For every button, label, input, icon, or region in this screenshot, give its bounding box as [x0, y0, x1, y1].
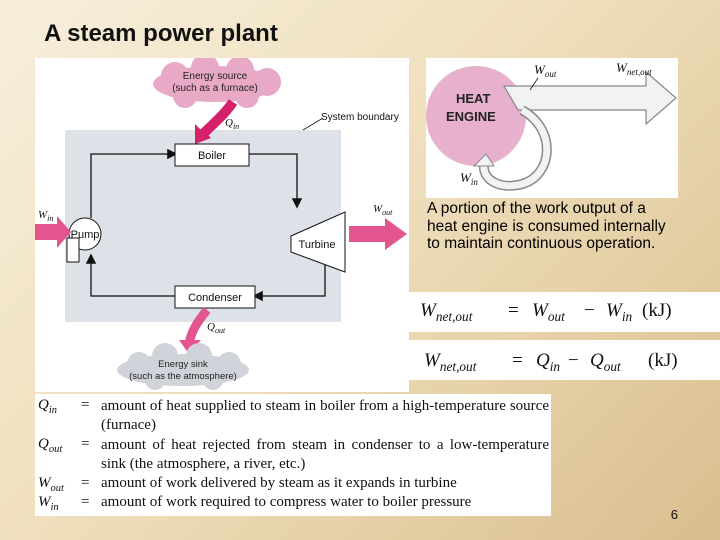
heat-engine-label-1: HEAT — [456, 91, 490, 106]
def-text: amount of work delivered by steam as it … — [101, 475, 457, 491]
heat-engine-label-2: ENGINE — [446, 109, 496, 124]
def-text: amount of work required to compress wate… — [101, 494, 472, 510]
heat-engine-svg: HEAT ENGINE Wout Wnet,out Win — [426, 60, 677, 191]
eq2-term-b: Qout — [590, 350, 621, 374]
boiler-box — [174, 143, 250, 167]
w-in-loop-arrow-fill — [480, 106, 551, 190]
w-out-label: Wout — [373, 203, 393, 217]
condenser-label: Condenser — [188, 292, 242, 304]
q-in-arrow-body — [199, 99, 238, 138]
def-equals: = — [81, 494, 90, 510]
pipe-pump-to-boiler — [90, 148, 178, 218]
eq1-term-b: Win — [606, 300, 633, 324]
w-in-loop-arrowhead — [472, 153, 495, 167]
eq2-minus: − — [568, 350, 579, 371]
engine-w-out-label: Wout — [534, 62, 557, 79]
heat-engine-diagram: HEAT ENGINE Wout Wnet,out Win — [426, 58, 678, 198]
def-equals: = — [81, 475, 90, 491]
pipe-condenser-to-pump — [85, 253, 175, 297]
w-net-out-arrow — [502, 70, 677, 126]
condenser-box — [174, 285, 256, 309]
w-in-arrow — [35, 216, 71, 248]
equation-net-work-from-heat: Wnet,out = Qin − Qout (kJ) — [408, 340, 720, 380]
def-text: amount of heat rejected from steam in co… — [101, 437, 549, 472]
eq2-unit: (kJ) — [648, 350, 678, 371]
equation-net-work-from-work: Wnet,out = Wout − Win (kJ) — [408, 292, 720, 332]
pump-symbol — [66, 217, 102, 263]
eq1-equals: = — [508, 300, 519, 321]
page-number: 6 — [670, 507, 678, 522]
engine-w-net-out-label: Wnet,out — [616, 60, 652, 77]
eq1-term-a: Wout — [532, 300, 565, 324]
energy-sink-sublabel: (such as the atmosphere) — [129, 371, 237, 382]
def-symbol: Qin — [38, 397, 58, 416]
energy-source-cloud — [153, 54, 281, 108]
eq2-lhs: Wnet,out — [424, 350, 477, 374]
heat-engine-circle — [426, 66, 526, 166]
energy-source-label: Energy source — [183, 71, 248, 82]
heat-engine-caption: A portion of the work output of a heat e… — [427, 200, 666, 252]
eq1-minus: − — [584, 300, 595, 321]
def-equals: = — [81, 436, 90, 452]
steam-cycle-diagram: System boundary Energy source (such as a… — [35, 54, 409, 392]
symbol-definitions: Qin = amount of heat supplied to steam i… — [35, 394, 551, 516]
w-out-leader — [529, 77, 539, 91]
def-text: amount of heat supplied to steam in boil… — [101, 398, 549, 433]
system-boundary-label: System boundary — [321, 112, 399, 123]
slide-title: A steam power plant — [44, 20, 278, 47]
eq1-unit: (kJ) — [642, 300, 672, 321]
cycle-svg: System boundary Energy source (such as a… — [35, 54, 407, 390]
def-symbol: Qout — [38, 436, 63, 455]
def-equals: = — [81, 397, 90, 413]
q-out-label: Qout — [207, 321, 226, 335]
boiler-label: Boiler — [198, 150, 226, 162]
eq2-equals: = — [512, 350, 523, 371]
turbine-label: Turbine — [299, 239, 336, 251]
energy-source-sublabel: (such as a furnace) — [172, 83, 258, 94]
eq2-term-a: Qin — [536, 350, 561, 374]
engine-w-in-label: Win — [460, 170, 478, 187]
pump-label: Pump — [71, 229, 100, 241]
turbine-symbol — [290, 211, 346, 273]
def-symbol: Win — [38, 494, 59, 513]
q-in-label: Qin — [225, 117, 239, 131]
pipe-boiler-to-turbine — [249, 153, 303, 209]
system-boundary-leader — [302, 117, 324, 131]
w-in-label: Win — [38, 209, 53, 223]
def-symbol: Wout — [38, 475, 64, 494]
eq1-lhs: Wnet,out — [420, 300, 473, 324]
w-out-arrow — [349, 218, 407, 250]
energy-sink-label: Energy sink — [158, 359, 208, 370]
energy-sink-cloud — [117, 343, 249, 390]
